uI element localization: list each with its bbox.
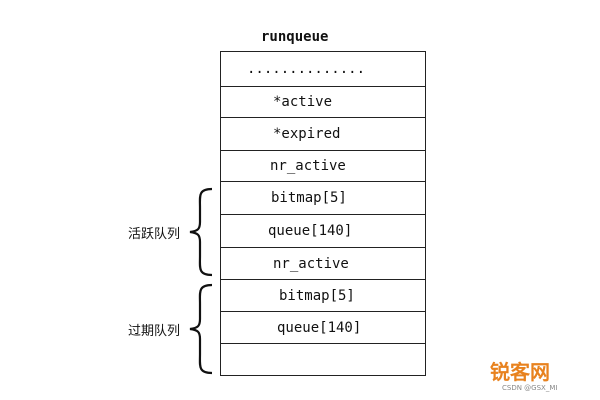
author-credit: CSDN @GSX_MI [502,384,558,392]
field-row-expired-bitmap: bitmap[5] [221,280,425,312]
active-queue-label: 活跃队列 [128,227,181,242]
field-row-active-bitmap: bitmap[5] [221,182,425,215]
runqueue-struct-table: .............. *active *expired nr_activ… [220,51,426,376]
field-ellipsis: .............. [247,61,366,77]
expired-queue-label: 过期队列 [128,324,181,339]
field-nr-active: nr_active [270,158,346,174]
field-row-expired-queue: queue[140] [221,312,425,344]
field-active-nr-active: nr_active [273,255,349,272]
field-expired-queue: queue[140] [277,319,362,336]
field-active-ptr: *active [273,94,333,110]
field-row-nr-active: nr_active [221,151,425,182]
field-expired-ptr: *expired [273,126,341,142]
runqueue-title: runqueue [261,29,329,45]
field-row-empty [221,344,425,375]
field-row-active-nr-active: nr_active [221,248,425,280]
field-row-active-ptr: *active [221,87,425,118]
field-row-ellipsis: .............. [221,52,425,87]
field-active-queue: queue[140] [268,223,353,239]
expired-queue-brace [189,283,213,375]
site-watermark-logo: 锐客网 [490,360,550,384]
field-expired-bitmap: bitmap[5] [279,287,355,304]
active-queue-brace [189,187,213,277]
field-active-bitmap: bitmap[5] [271,190,347,206]
field-row-active-queue: queue[140] [221,215,425,248]
field-row-expired-ptr: *expired [221,118,425,151]
